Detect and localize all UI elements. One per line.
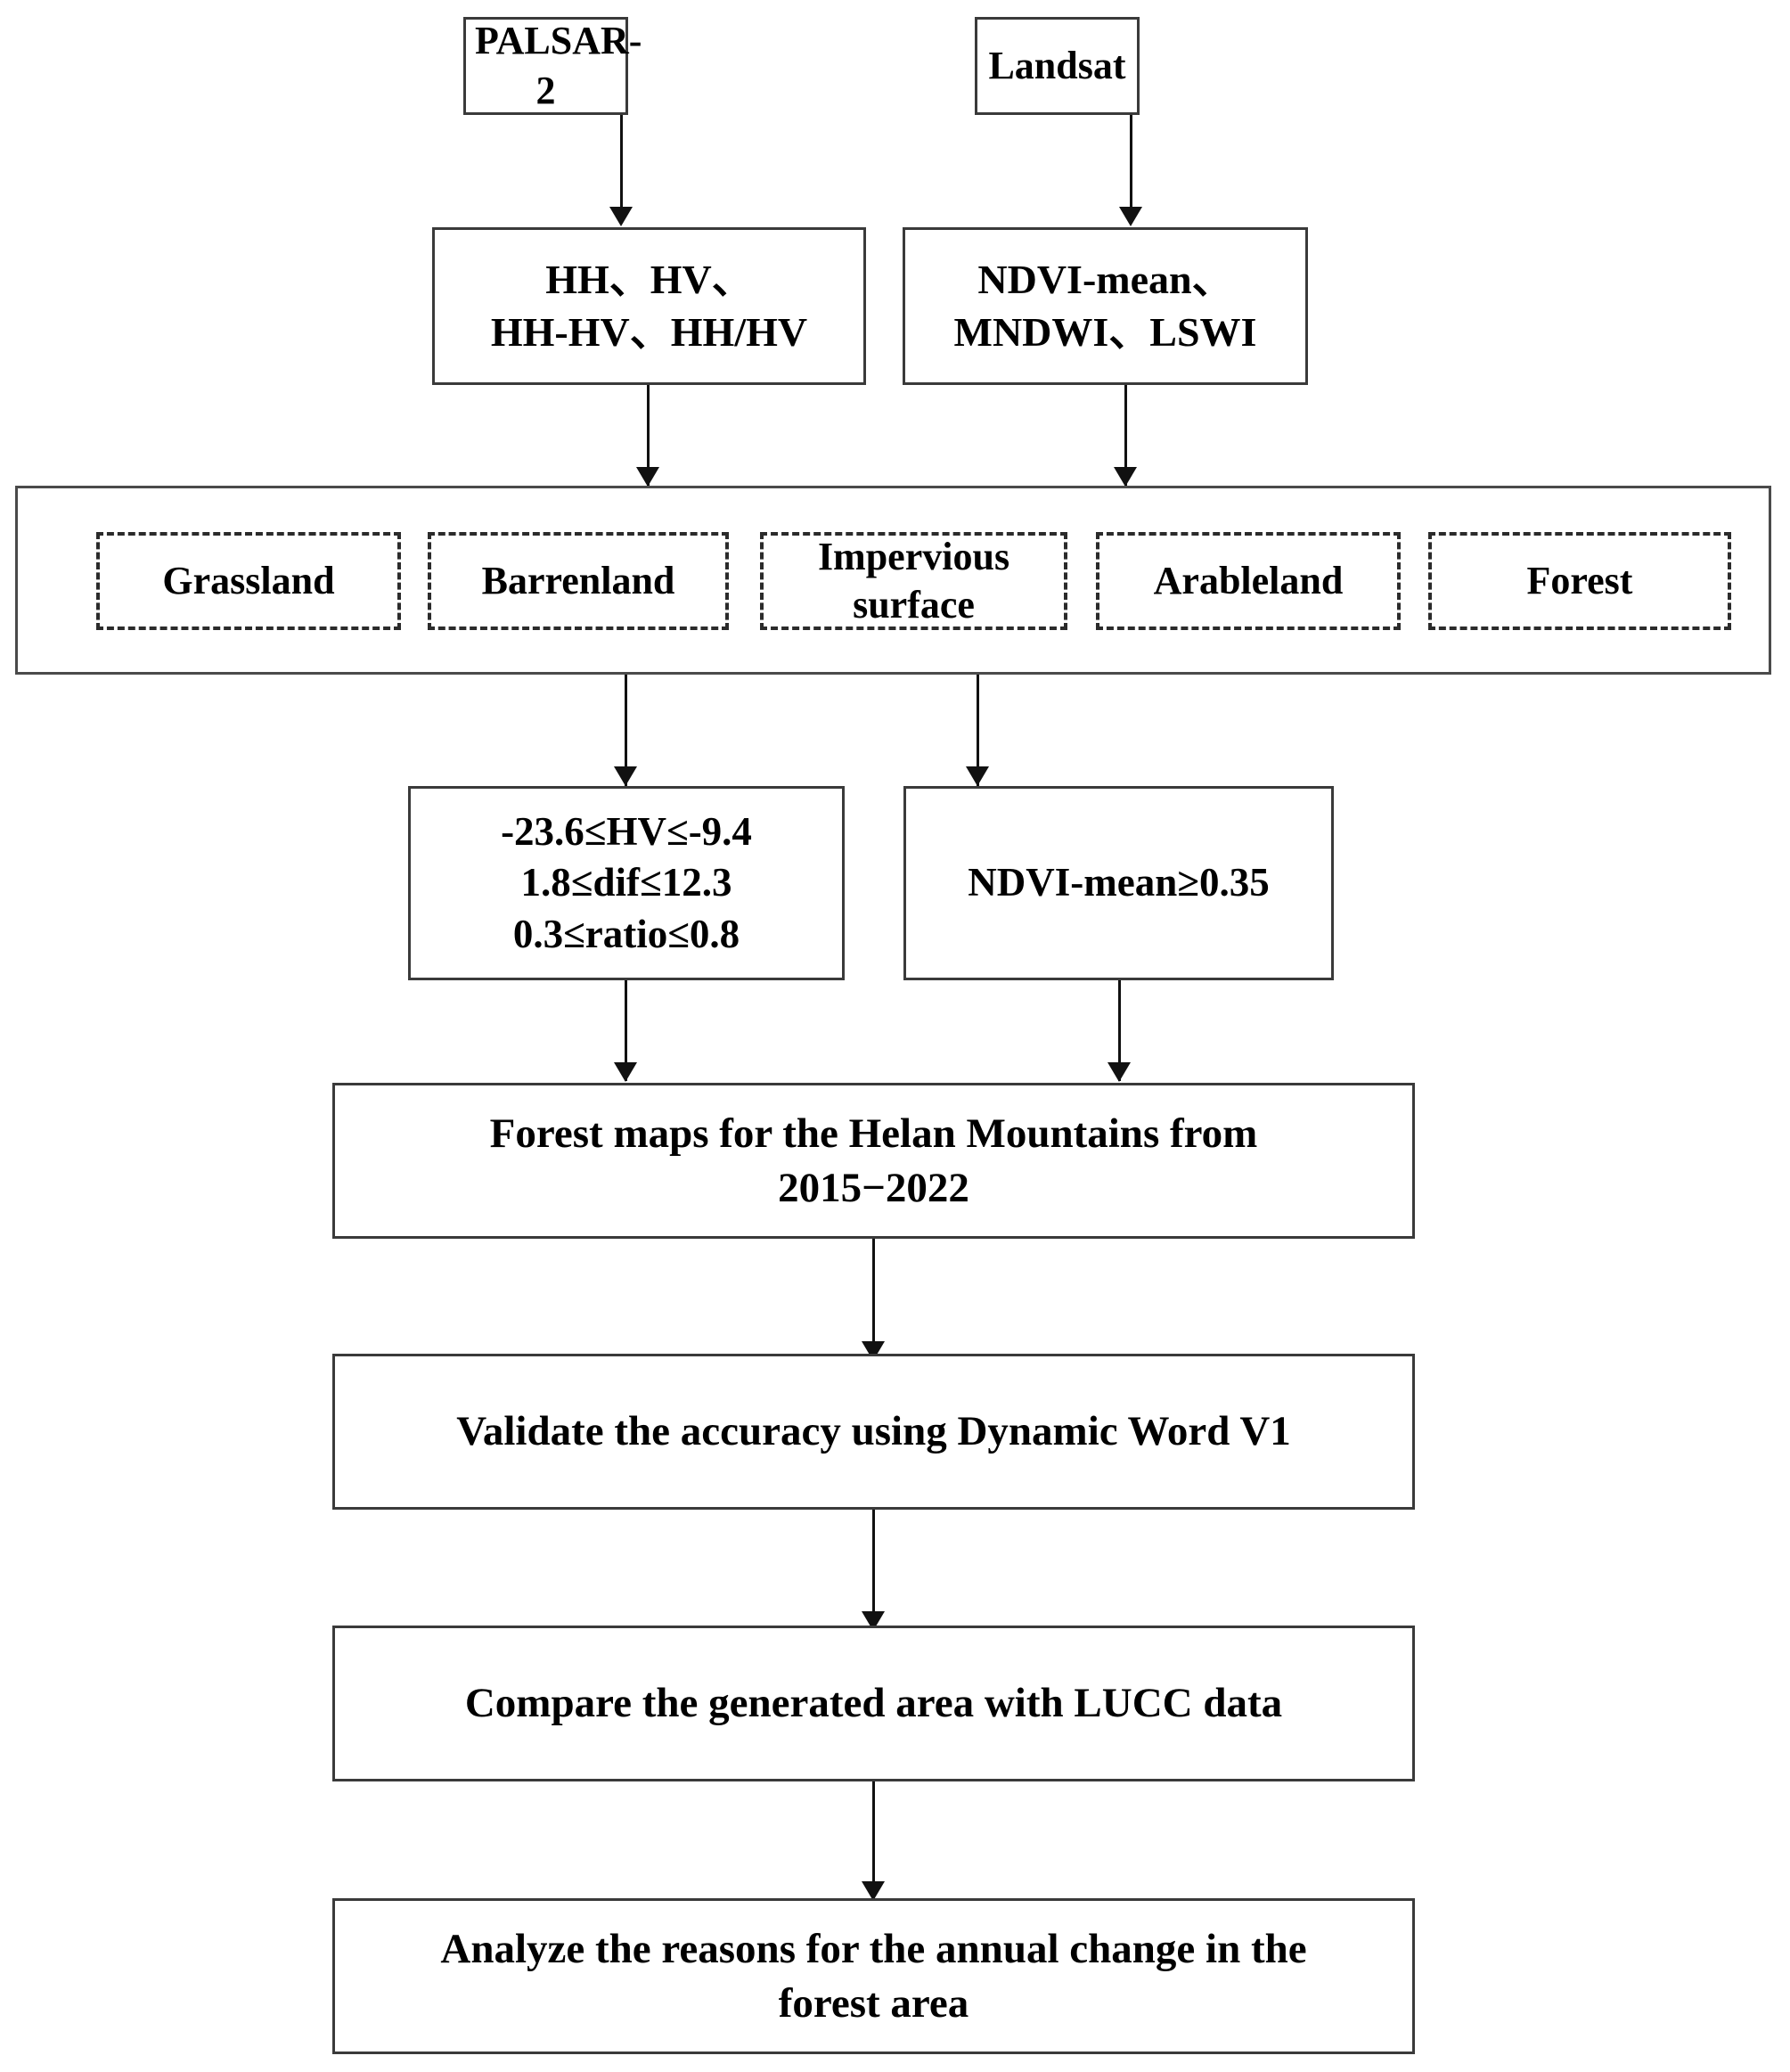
connector-sar-thresholds-to-forest-maps <box>625 980 627 1081</box>
connector-forest-maps-to-validate <box>872 1239 875 1359</box>
node-palsar-2[interactable]: PALSAR-2 <box>463 17 642 115</box>
connector-validate-to-compare <box>872 1510 875 1630</box>
arrowhead-sar-thresholds-to-forest-maps <box>614 1062 637 1082</box>
class-arableland-label: Arableland <box>1153 559 1344 603</box>
node-validate-accuracy[interactable]: Validate the accuracy using Dynamic Word… <box>332 1354 1415 1510</box>
class-forest[interactable]: Forest <box>1428 532 1731 630</box>
node-compare-lucc-label: Compare the generated area with LUCC dat… <box>464 1680 1283 1727</box>
group-land-cover-classes <box>15 486 1771 675</box>
node-sar-features-line1: HH、HV、 <box>545 256 753 302</box>
optical-threshold-rule-1: NDVI-mean≥0.35 <box>968 860 1270 905</box>
sar-threshold-rule-2: 1.8≤dif≤12.3 <box>520 860 732 905</box>
arrowhead-compare-to-analyze <box>862 1881 885 1901</box>
connector-classes-to-sar-thresholds <box>625 675 627 789</box>
class-impervious-surface[interactable]: Impervious surface <box>760 532 1067 630</box>
node-sar-features[interactable]: HH、HV、 HH-HV、HH/HV <box>432 227 866 385</box>
connector-optical-threshold-to-forest-maps <box>1118 980 1121 1081</box>
node-sar-thresholds[interactable]: -23.6≤HV≤-9.4 1.8≤dif≤12.3 0.3≤ratio≤0.8 <box>408 786 845 980</box>
class-forest-label: Forest <box>1526 559 1633 603</box>
class-arableland[interactable]: Arableland <box>1096 532 1401 630</box>
arrowhead-palsar-to-sar-features <box>609 207 633 226</box>
connector-landsat-to-optical-features <box>1130 115 1132 213</box>
node-sar-features-line2: HH-HV、HH/HV <box>490 308 808 355</box>
node-analyze-reasons-line1: Analyze the reasons for the annual chang… <box>440 1926 1307 1973</box>
node-forest-maps-line1: Forest maps for the Helan Mountains from <box>489 1110 1258 1158</box>
node-optical-features-line2: MNDWI、LSWI <box>953 308 1257 355</box>
class-grassland-label: Grassland <box>162 559 335 603</box>
class-impervious-surface-line1: Impervious <box>817 535 1010 579</box>
node-forest-maps-line2: 2015−2022 <box>778 1164 969 1211</box>
arrowhead-optical-features-to-classes <box>1114 467 1137 487</box>
node-analyze-reasons[interactable]: Analyze the reasons for the annual chang… <box>332 1898 1415 2054</box>
node-optical-features[interactable]: NDVI-mean、 MNDWI、LSWI <box>903 227 1308 385</box>
connector-sar-features-to-classes <box>647 385 650 487</box>
node-optical-features-line1: NDVI-mean、 <box>977 256 1233 302</box>
arrowhead-classes-to-optical-threshold <box>966 766 989 786</box>
node-forest-maps[interactable]: Forest maps for the Helan Mountains from… <box>332 1083 1415 1239</box>
node-optical-threshold[interactable]: NDVI-mean≥0.35 <box>903 786 1334 980</box>
connector-optical-features-to-classes <box>1124 385 1127 487</box>
class-barrenland-label: Barrenland <box>481 559 675 603</box>
sar-threshold-rule-3: 0.3≤ratio≤0.8 <box>512 911 740 956</box>
node-palsar-2-label: PALSAR-2 <box>475 18 642 112</box>
node-compare-lucc[interactable]: Compare the generated area with LUCC dat… <box>332 1626 1415 1781</box>
class-impervious-surface-line2: surface <box>853 583 975 627</box>
arrowhead-classes-to-sar-thresholds <box>614 766 637 786</box>
node-analyze-reasons-line2: forest area <box>778 1979 969 2027</box>
class-grassland[interactable]: Grassland <box>96 532 401 630</box>
node-landsat[interactable]: Landsat <box>975 17 1140 115</box>
connector-compare-to-analyze <box>872 1781 875 1900</box>
arrowhead-sar-features-to-classes <box>636 467 659 487</box>
arrowhead-landsat-to-optical-features <box>1119 207 1142 226</box>
connector-classes-to-optical-threshold <box>977 675 979 789</box>
arrowhead-optical-threshold-to-forest-maps <box>1108 1062 1131 1082</box>
sar-threshold-rule-1: -23.6≤HV≤-9.4 <box>501 808 752 854</box>
class-barrenland[interactable]: Barrenland <box>428 532 729 630</box>
node-validate-accuracy-label: Validate the accuracy using Dynamic Word… <box>456 1408 1291 1455</box>
connector-palsar-to-sar-features <box>620 115 623 213</box>
node-landsat-label: Landsat <box>988 43 1126 87</box>
